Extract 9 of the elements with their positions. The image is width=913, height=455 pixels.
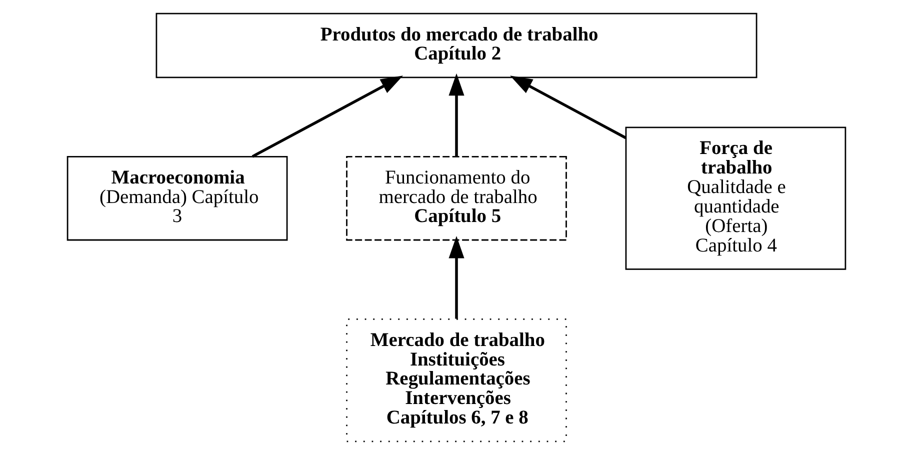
node-box: Macroeconomia (Demanda) Capítulo 3	[66, 156, 288, 241]
arrow	[448, 236, 464, 319]
arrow	[448, 73, 464, 156]
node-box: Produtos do mercado de trabalho Capítulo 2	[156, 12, 758, 78]
arrow	[252, 76, 404, 158]
node-box: Mercado de trabalho Instituições Regulamentações Intervenções Capítulos 6, 7 e 8	[346, 318, 567, 442]
node-box: Força de trabalho Qualitdade e quantidade (Oferta) Capítulo 4	[625, 126, 846, 270]
node-box: Funcionamento do mercado de trabalho Capítulo 5	[346, 156, 567, 241]
arrow	[510, 76, 626, 140]
